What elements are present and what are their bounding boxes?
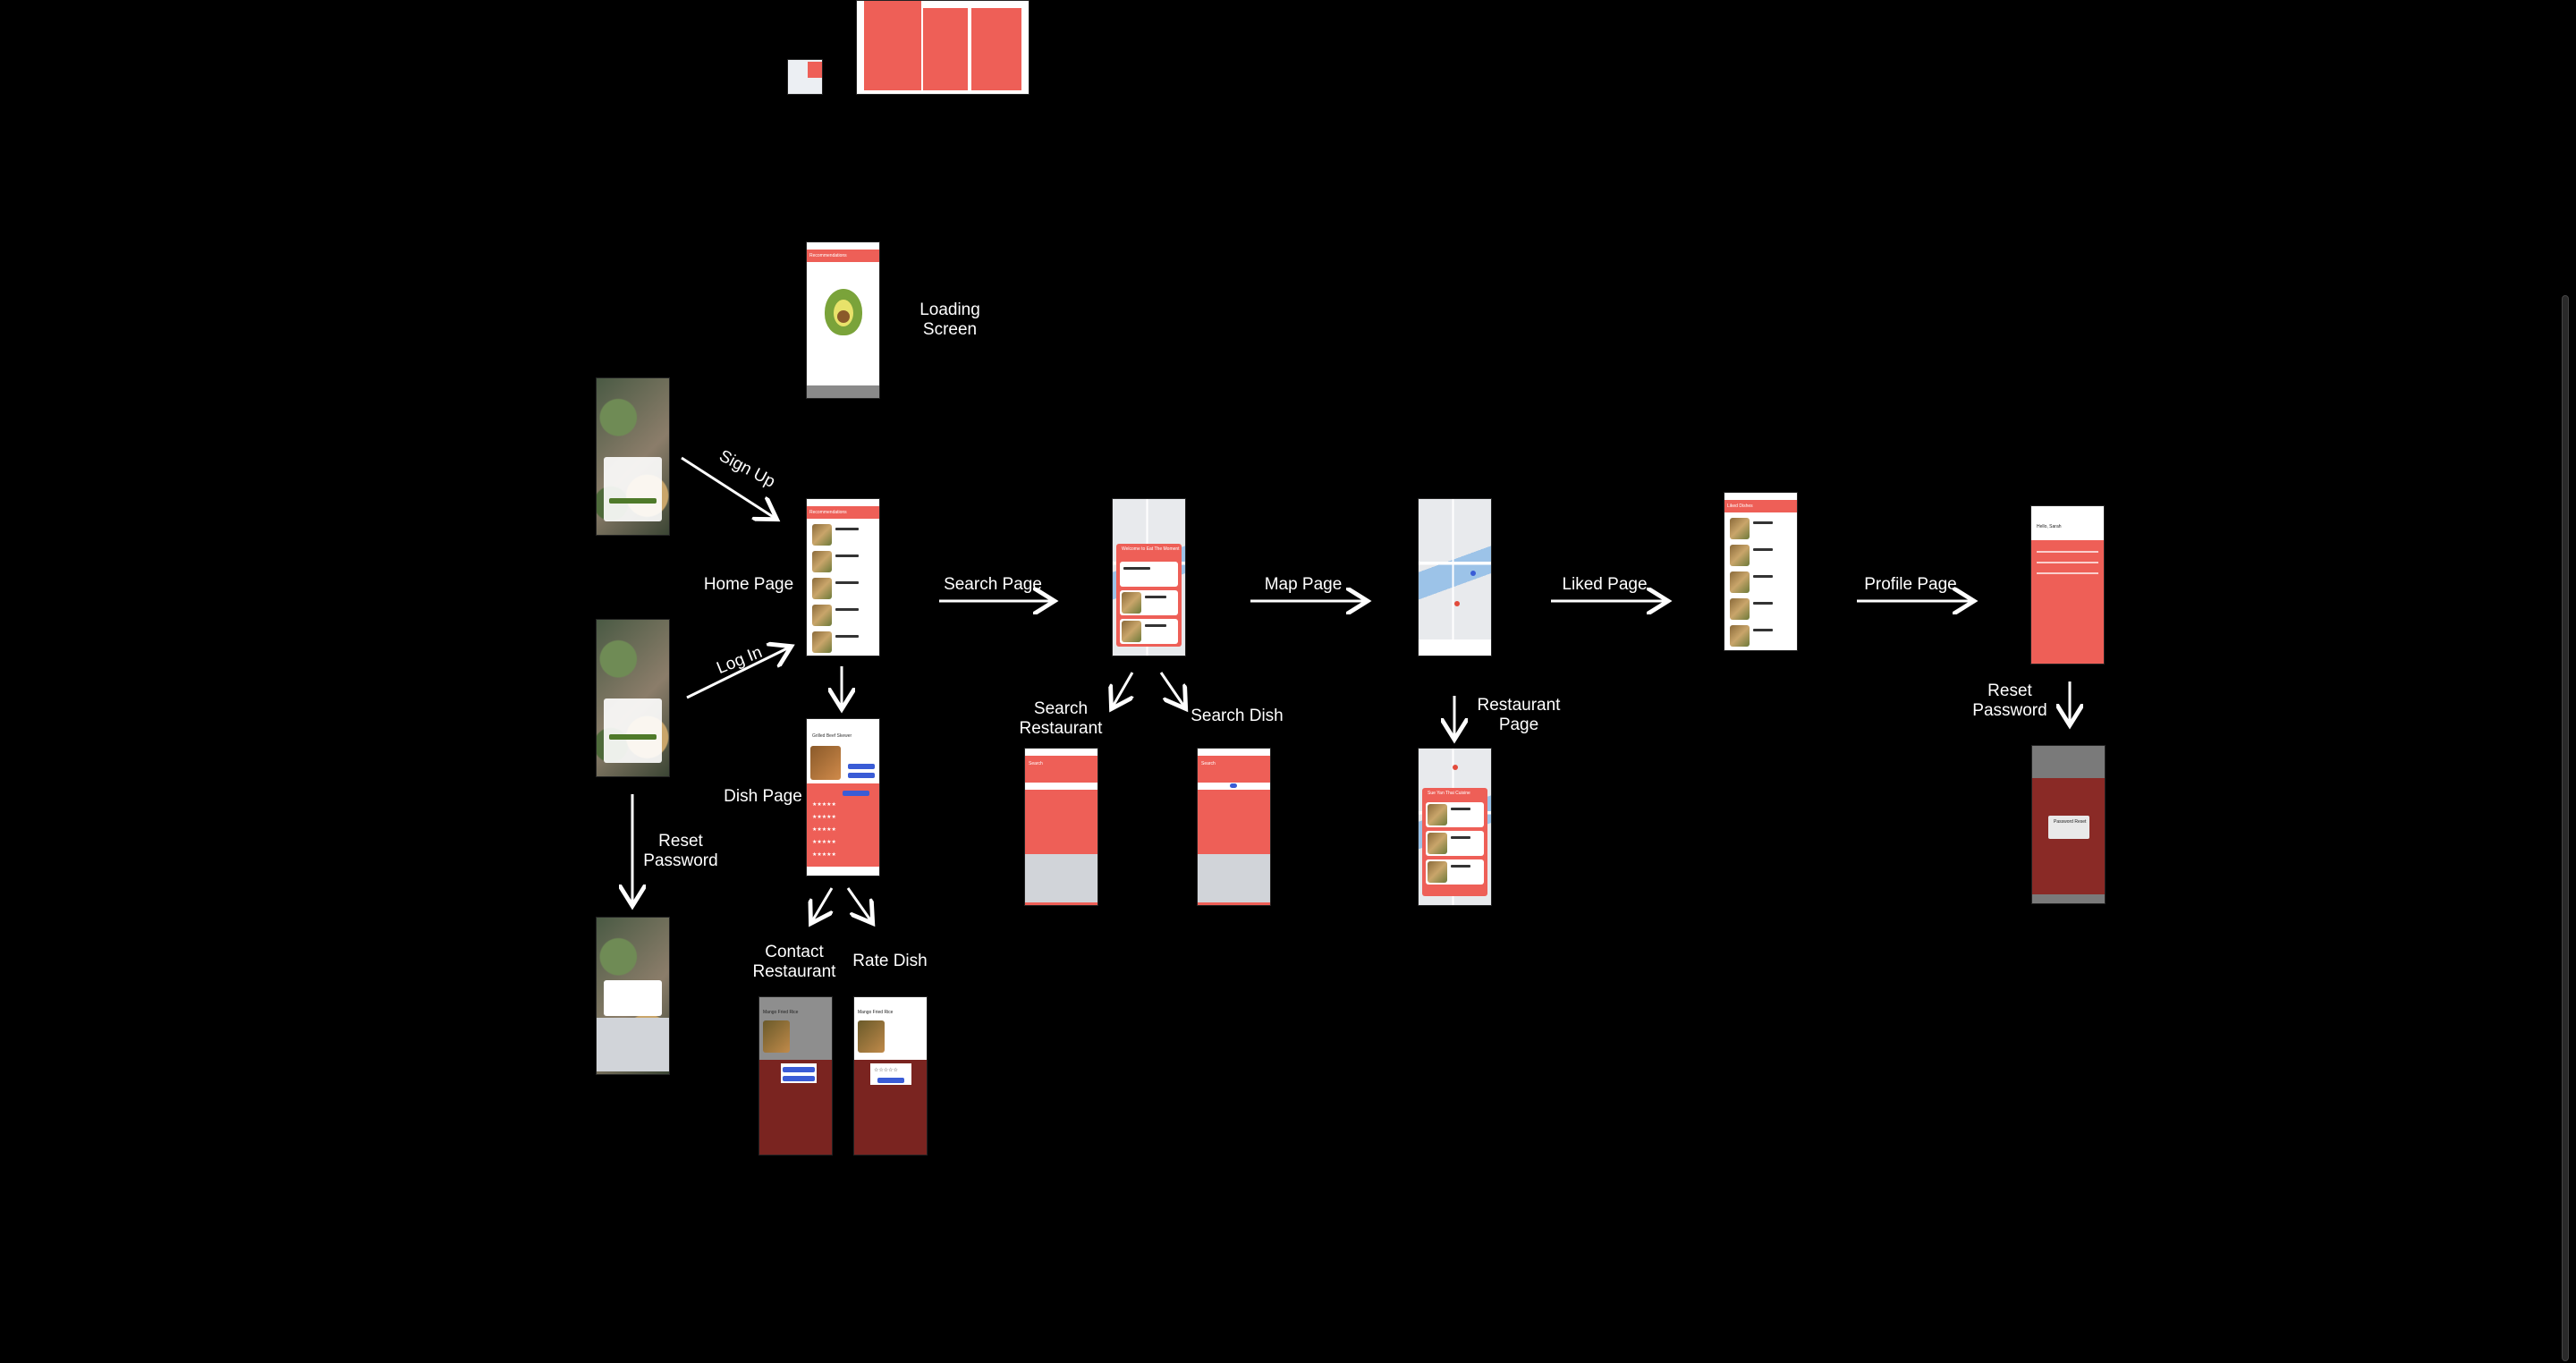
label-liked-page: Liked Page bbox=[1562, 575, 1648, 594]
dish-page-frame[interactable]: Grilled Beef Skewer ★★★★★ ★★★★★ ★★★★★ ★★… bbox=[806, 718, 880, 876]
dish-title: Grilled Beef Skewer bbox=[812, 733, 852, 739]
log-in-card bbox=[604, 698, 662, 763]
search-restaurant-frame[interactable]: Search bbox=[1024, 748, 1098, 906]
label-loading-screen: Loading Screen bbox=[919, 301, 980, 339]
reset-dialog bbox=[604, 980, 662, 1016]
sign-up-card bbox=[604, 457, 662, 521]
label-home-page: Home Page bbox=[703, 575, 794, 594]
sign-up-frame[interactable] bbox=[596, 377, 670, 536]
label-map-page: Map Page bbox=[1264, 575, 1343, 594]
dish-rate-button[interactable] bbox=[843, 791, 869, 796]
contact-restaurant-frame[interactable]: Mango Fried Rice bbox=[758, 996, 833, 1156]
reset-password-frame-right[interactable]: Password Reset bbox=[2031, 745, 2106, 904]
contact-title: Mango Fried Rice bbox=[763, 1010, 799, 1015]
label-sign-up: Sign Up bbox=[716, 446, 779, 492]
rate-dish-frame[interactable]: Mango Fried Rice ☆☆☆☆☆ bbox=[853, 996, 928, 1156]
home-page-frame[interactable]: Recommendations bbox=[806, 498, 880, 656]
log-in-frame[interactable] bbox=[596, 619, 670, 777]
label-search-page: Search Page bbox=[944, 575, 1042, 594]
liked-page-frame[interactable]: Liked Dishes bbox=[1724, 492, 1798, 651]
restaurant-header: Sue Yan Thai Cuisine bbox=[1428, 791, 1470, 796]
label-contact-restaurant: Contact Restaurant bbox=[752, 943, 836, 981]
search-page-frame[interactable]: Welcome to Eat The Moment bbox=[1112, 498, 1186, 656]
label-restaurant-page: Restaurant Page bbox=[1477, 696, 1561, 734]
search-dish-title: Search bbox=[1201, 761, 1216, 766]
home-header: Recommendations bbox=[807, 506, 879, 519]
loading-title: Recommendations bbox=[809, 253, 847, 258]
dish-button-1[interactable] bbox=[848, 764, 875, 769]
home-title: Recommendations bbox=[809, 510, 847, 515]
liked-header: Liked Dishes bbox=[1724, 500, 1797, 512]
restaurant-page-frame[interactable]: Sue Yan Thai Cuisine bbox=[1418, 748, 1492, 906]
label-rate-dish: Rate Dish bbox=[852, 952, 928, 970]
sign-up-button[interactable] bbox=[609, 498, 657, 504]
contact-call-button[interactable] bbox=[783, 1067, 815, 1072]
loading-header: Recommendations bbox=[807, 250, 879, 262]
map-page-frame[interactable] bbox=[1418, 498, 1492, 656]
profile-greeting: Hello, Sarah bbox=[2037, 524, 2062, 529]
label-reset-password-right: Reset Password bbox=[1972, 682, 2047, 720]
label-reset-password-left: Reset Password bbox=[643, 832, 718, 870]
reset-password-frame-left[interactable] bbox=[596, 917, 670, 1075]
label-log-in: Log In bbox=[714, 642, 766, 679]
dish-button-2[interactable] bbox=[848, 773, 875, 778]
rate-title: Mango Fried Rice bbox=[858, 1010, 894, 1015]
password-reset-title: Password Reset bbox=[2054, 819, 2087, 825]
welcome-banner: Welcome to Eat The Moment bbox=[1122, 546, 1180, 552]
search-dish-frame[interactable]: Search bbox=[1197, 748, 1271, 906]
loading-screen-frame[interactable]: Recommendations bbox=[806, 241, 880, 399]
label-profile-page: Profile Page bbox=[1864, 575, 1957, 594]
keyboard bbox=[597, 1018, 669, 1071]
keyboard-restaurant bbox=[1025, 854, 1097, 902]
mini-frame-thumbnail[interactable] bbox=[787, 59, 823, 95]
rate-submit-button[interactable] bbox=[877, 1078, 904, 1083]
label-search-dish: Search Dish bbox=[1191, 707, 1284, 725]
label-search-restaurant: Search Restaurant bbox=[1019, 699, 1103, 738]
keyboard-dish bbox=[1198, 854, 1270, 902]
liked-title: Liked Dishes bbox=[1727, 504, 1753, 509]
vertical-scrollbar[interactable] bbox=[2562, 295, 2569, 1361]
arrow-to-search-restaurant bbox=[1113, 672, 1132, 707]
profile-page-frame[interactable]: Hello, Sarah bbox=[2030, 505, 2105, 665]
arrow-to-rate bbox=[846, 887, 871, 921]
arrow-to-search-dish bbox=[1159, 672, 1184, 707]
label-dish-page: Dish Page bbox=[724, 787, 802, 806]
search-restaurant-title: Search bbox=[1029, 761, 1043, 766]
contact-email-button[interactable] bbox=[783, 1076, 815, 1081]
avocado-pit bbox=[837, 310, 850, 323]
arrow-to-contact bbox=[812, 887, 832, 921]
log-in-button[interactable] bbox=[609, 734, 657, 740]
top-frame-group[interactable] bbox=[856, 0, 1030, 95]
